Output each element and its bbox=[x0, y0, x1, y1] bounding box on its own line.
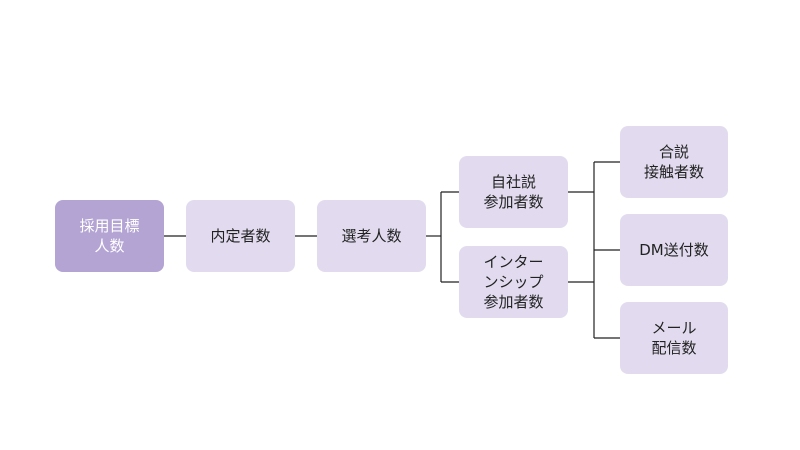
node-company-briefing-label: 自社説 参加者数 bbox=[483, 173, 544, 211]
node-job-offers-label: 内定者数 bbox=[210, 227, 271, 245]
node-joint-briefing-label: 合説 接触者数 bbox=[643, 143, 704, 181]
node-job-offers: 内定者数 bbox=[186, 200, 295, 272]
node-internship-label: インター ンシップ 参加者数 bbox=[483, 253, 544, 311]
node-target-hires: 採用目標 人数 bbox=[55, 200, 164, 272]
node-joint-briefing: 合説 接触者数 bbox=[620, 126, 728, 198]
node-dm-sent-label: DM送付数 bbox=[639, 241, 709, 259]
node-target-hires-label: 採用目標 人数 bbox=[79, 217, 140, 255]
node-applicants-label: 選考人数 bbox=[341, 227, 402, 245]
node-email: メール 配信数 bbox=[620, 302, 728, 374]
node-dm-sent: DM送付数 bbox=[620, 214, 728, 286]
node-company-briefing: 自社説 参加者数 bbox=[459, 156, 568, 228]
node-applicants: 選考人数 bbox=[317, 200, 426, 272]
node-email-label: メール 配信数 bbox=[651, 319, 697, 357]
node-internship: インター ンシップ 参加者数 bbox=[459, 246, 568, 318]
